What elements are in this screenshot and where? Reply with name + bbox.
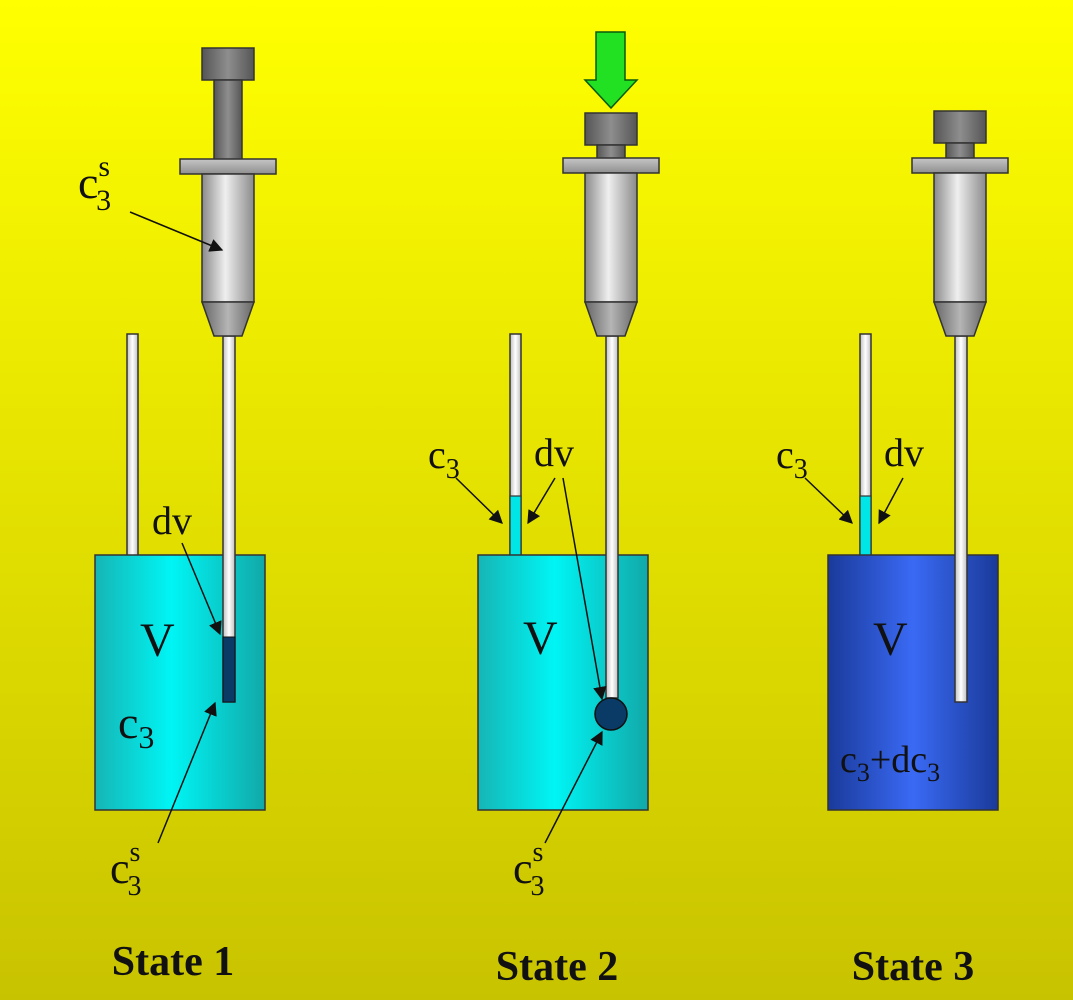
injected-volume-arrow <box>878 477 904 525</box>
overflow-liquid <box>509 495 522 557</box>
overflow-pointer-arrow <box>455 477 503 524</box>
beaker-volume-label: V <box>873 613 908 666</box>
drop-pointer-arrow <box>544 730 603 844</box>
state-title: State 2 <box>496 944 618 990</box>
press-down-arrow-icon <box>583 31 639 110</box>
injected-volume-arrow-drop <box>562 477 607 701</box>
plunger-head <box>933 110 987 144</box>
beaker <box>94 554 266 811</box>
plunger-rod <box>945 142 975 160</box>
plunger-head <box>584 112 638 146</box>
final-concentration-label: c3+dc3 <box>840 739 940 787</box>
beaker-volume-label: V <box>523 612 558 665</box>
syringe-needle <box>954 335 968 703</box>
beaker <box>477 554 649 811</box>
overflow-tube <box>126 333 139 557</box>
injected-volume-label: dv <box>884 430 924 475</box>
plunger-rod <box>213 79 243 161</box>
syringe-pointer-arrow <box>129 211 224 252</box>
syringe-tip <box>932 301 988 337</box>
state-title: State 3 <box>852 944 974 990</box>
injected-volume-label: dv <box>152 498 192 543</box>
syringe-flange <box>562 157 660 174</box>
injected-volume-arrow <box>181 542 222 636</box>
syringe-tip <box>200 301 256 337</box>
beaker <box>827 554 999 811</box>
panel-state-3: c3 dv V c3+dc3 State 3 <box>776 110 1009 990</box>
tip-pointer-arrow <box>157 701 217 844</box>
syringe-tip <box>583 301 639 337</box>
beaker-volume-label: V <box>140 614 175 667</box>
state-title: State 1 <box>112 939 234 985</box>
overflow-pointer-arrow <box>804 477 853 524</box>
syringe-needle <box>605 335 619 699</box>
overflow-concentration-label: c3 <box>428 432 460 485</box>
injected-drop <box>594 697 628 731</box>
syringe-flange <box>179 158 277 175</box>
syringe-body <box>201 173 255 303</box>
overflow-liquid <box>859 495 872 557</box>
syringe-body <box>933 172 987 303</box>
syringe-body <box>584 172 638 303</box>
overflow-concentration-label: c3 <box>776 432 808 485</box>
injected-volume-arrow-left <box>527 477 556 525</box>
injected-volume-label: dv <box>534 430 574 475</box>
plunger-head <box>201 47 255 81</box>
needle-sample <box>222 636 236 703</box>
syringe-flange <box>911 157 1009 174</box>
beaker-concentration-label: c3 <box>118 697 154 755</box>
plunger-rod <box>596 144 626 160</box>
